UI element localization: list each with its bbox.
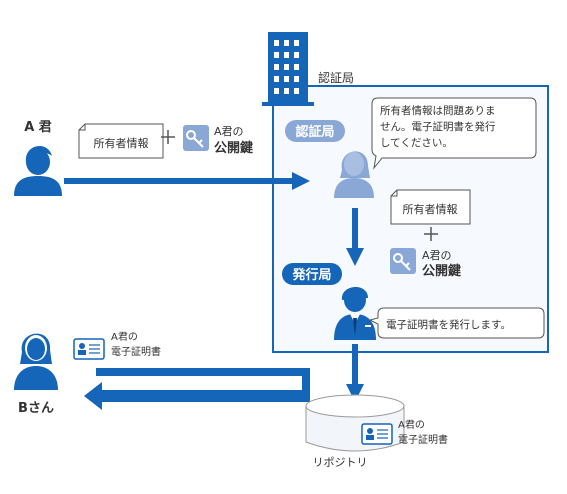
building-icon	[262, 32, 314, 106]
bubble-ca-line-3: してください。	[380, 137, 453, 149]
cert-b-line2: 電子証明書	[111, 345, 161, 358]
public-key-2-line1: A君の	[422, 249, 452, 262]
cert-repo-line2: 電子証明書	[398, 433, 448, 446]
issuer-role-label: 発行局	[291, 267, 331, 283]
key-icon-2	[390, 248, 416, 274]
bubble-ca-line-1: 所有者情報は問題ありま	[380, 104, 496, 117]
public-key-1-line1: A君の	[214, 125, 244, 138]
cert-repo-line1: A君の	[398, 419, 425, 431]
arrow-repository-to-b	[84, 368, 310, 410]
owner-info-label-1: 所有者情報	[94, 136, 149, 150]
person-a-icon	[14, 145, 62, 196]
speech-bubble-ca	[371, 97, 537, 170]
public-key-2-line2: 公開鍵	[422, 263, 461, 279]
ca-staff-icon	[334, 151, 374, 198]
owner-info-document-2	[390, 189, 471, 225]
owner-info-label-2: 所有者情報	[403, 202, 458, 216]
issuer-role-pill	[282, 263, 342, 285]
bubble-issuer-text: 電子証明書を発行します。	[386, 318, 511, 331]
user-a-label: A 君	[24, 120, 52, 135]
cert-b-line1: A君の	[111, 331, 138, 343]
ca-role-label: 認証局	[295, 124, 334, 140]
public-key-1-line2: 公開鍵	[214, 140, 253, 156]
repository-label: リポジトリ	[313, 456, 368, 469]
ca-role-pill	[285, 120, 345, 142]
certificate-icon-repository	[361, 423, 393, 445]
person-b-icon	[14, 333, 58, 390]
ca-building-label: 認証局	[318, 70, 354, 85]
certificate-icon-b	[73, 338, 105, 360]
user-b-label: Bさん	[18, 401, 54, 416]
plus-icon-1	[161, 130, 175, 144]
plus-icon-2	[424, 227, 438, 241]
issuer-staff-icon	[334, 286, 376, 340]
speech-bubble-issuer	[368, 307, 545, 339]
key-icon-1	[183, 125, 209, 151]
owner-info-document-1	[78, 123, 164, 159]
bubble-ca-line-2: せん。電子証明書を発行	[380, 120, 496, 133]
